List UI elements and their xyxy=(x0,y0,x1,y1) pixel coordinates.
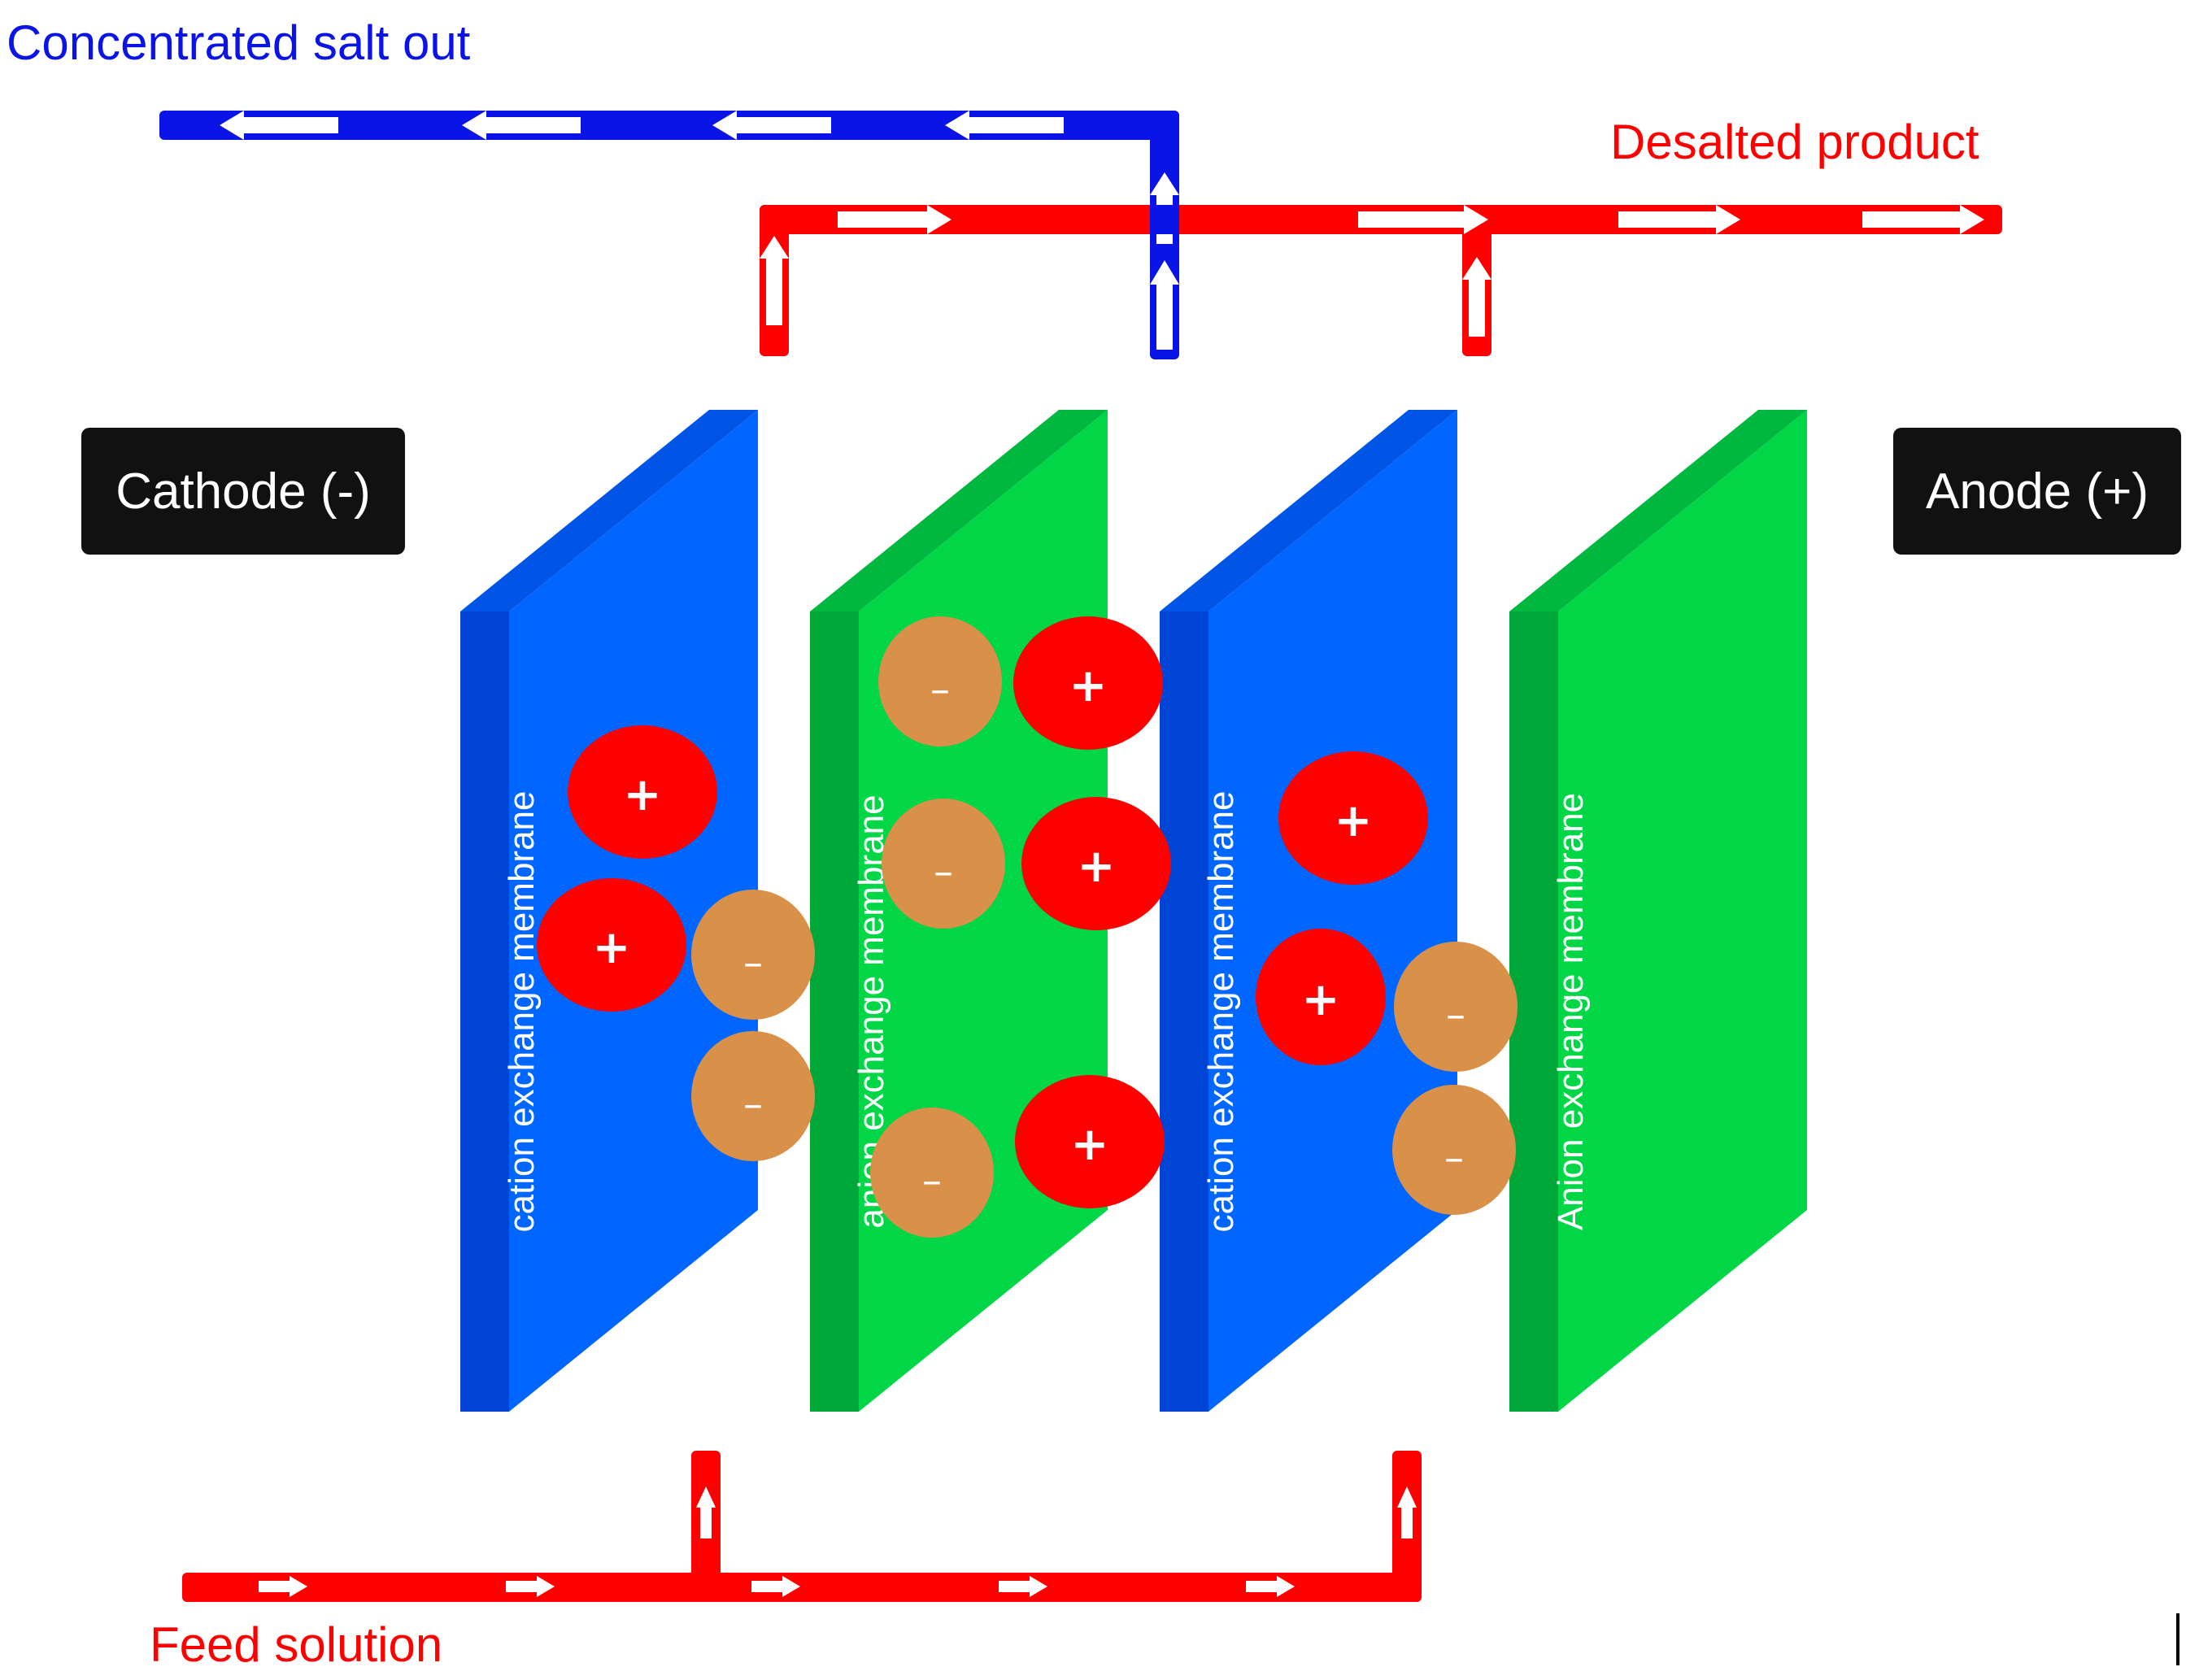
svg-text:–: – xyxy=(1444,1135,1464,1181)
feed-solution-label: Feed solution xyxy=(150,1617,443,1672)
svg-text:+: + xyxy=(593,921,631,974)
membrane-label: cation exchange membrane xyxy=(1201,791,1241,1233)
svg-text:+: + xyxy=(1071,1118,1109,1171)
svg-text:–: – xyxy=(1446,992,1465,1038)
svg-text:+: + xyxy=(1069,659,1108,712)
anion-ion: – xyxy=(691,890,815,1020)
cation-ion: + xyxy=(1256,929,1386,1065)
svg-text:–: – xyxy=(922,1158,942,1203)
ions-layer: + + + + + + + – – – – – – – xyxy=(537,616,1518,1238)
anion-ion: – xyxy=(1394,942,1518,1072)
cation-ion: + xyxy=(1021,797,1171,930)
cathode-box: Cathode (-) xyxy=(81,428,405,555)
cation-ion: + xyxy=(568,725,717,859)
membrane-anion-4: Anion exchange membrane xyxy=(1509,410,1807,1412)
anion-ion: – xyxy=(878,616,1002,746)
svg-text:–: – xyxy=(930,667,950,712)
cation-ion: + xyxy=(1013,616,1163,750)
cation-ion: + xyxy=(1015,1075,1165,1208)
cathode-label: Cathode (-) xyxy=(115,463,371,520)
membrane-cation-3: cation exchange membrane xyxy=(1160,410,1457,1412)
membrane-label: cation exchange membrane xyxy=(502,791,542,1233)
concentrated-salt-out-label: Concentrated salt out xyxy=(7,15,471,70)
svg-text:+: + xyxy=(1302,973,1340,1026)
svg-text:+: + xyxy=(1078,840,1116,893)
svg-text:+: + xyxy=(1335,794,1373,847)
svg-text:–: – xyxy=(743,1082,763,1127)
cation-ion: + xyxy=(1278,751,1428,885)
anion-ion: – xyxy=(691,1031,815,1161)
membrane-label: Anion exchange membrane xyxy=(1551,793,1591,1230)
anion-ion: – xyxy=(1392,1085,1516,1215)
cursor-mark xyxy=(2176,1613,2179,1665)
svg-text:–: – xyxy=(743,940,763,986)
anion-ion: – xyxy=(870,1108,994,1238)
feed-pipe xyxy=(182,1451,1422,1602)
concentrate-pipe xyxy=(159,111,1179,359)
anode-box: Anode (+) xyxy=(1893,428,2181,555)
svg-text:+: + xyxy=(624,768,662,821)
product-pipe xyxy=(760,205,2002,356)
cation-ion: + xyxy=(537,878,686,1012)
anode-label: Anode (+) xyxy=(1925,463,2149,520)
anion-ion: – xyxy=(882,799,1005,929)
desalted-product-label: Desalted product xyxy=(1610,115,1979,169)
svg-text:–: – xyxy=(934,849,953,894)
